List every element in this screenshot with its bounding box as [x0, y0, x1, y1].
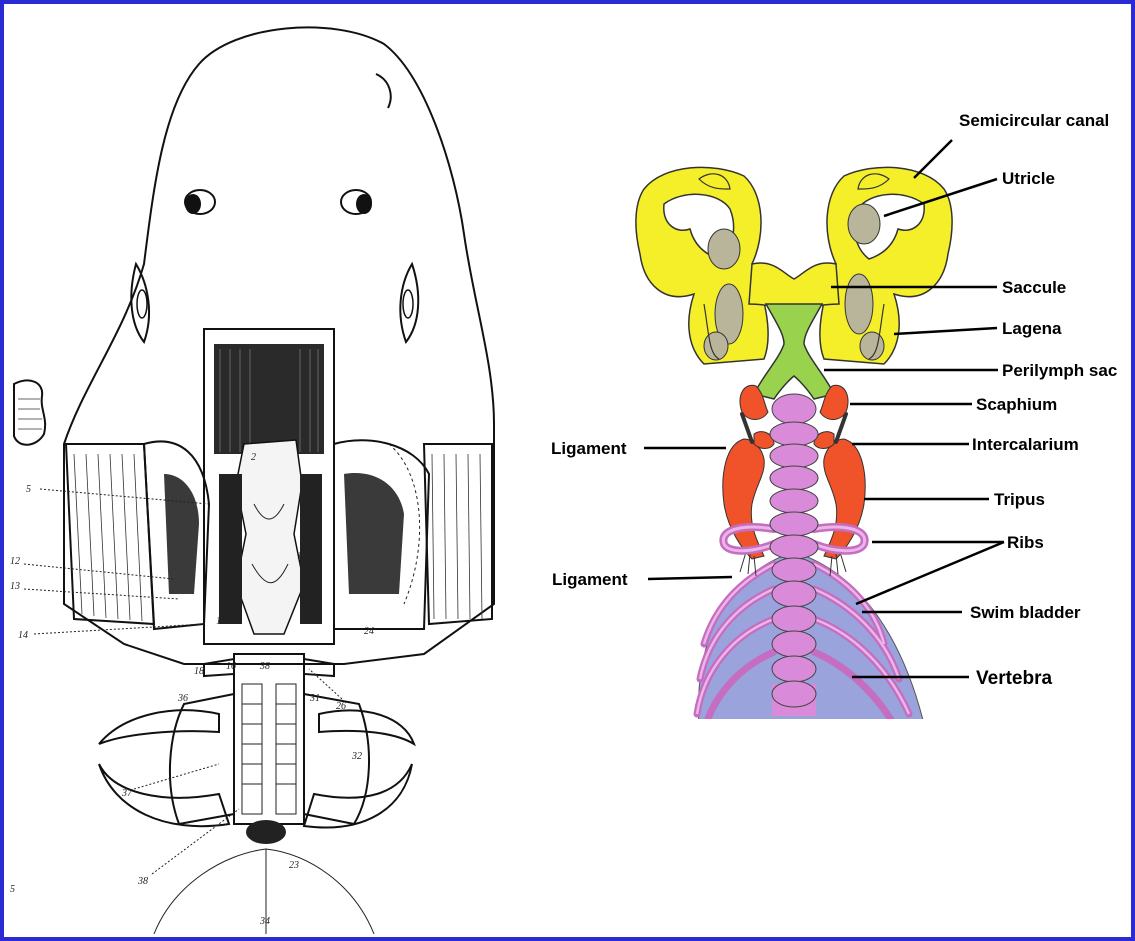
- engraving-number: 2: [251, 452, 256, 463]
- sinus-impar-bridge: [749, 263, 839, 309]
- pectoral-spine-left: [99, 710, 229, 826]
- engraving-number: 14: [18, 630, 28, 641]
- tripus-right: [824, 439, 865, 559]
- label-scaphium: Scaphium: [976, 395, 1057, 414]
- label-ligament-lower: Ligament: [552, 570, 628, 589]
- engraving-number: 13: [10, 581, 20, 592]
- engraving-number: 31: [309, 693, 320, 704]
- engraving-number: 23: [289, 860, 299, 871]
- engraving-number: 5: [26, 484, 31, 495]
- anterior-vertebrae-engraving: [204, 654, 334, 824]
- vertebral-column: [770, 394, 818, 716]
- eye-right: [400, 264, 418, 342]
- label-ligament-upper: Ligament: [551, 439, 627, 458]
- inner-ear-right: [820, 167, 952, 364]
- engraving-number: 32: [351, 751, 362, 762]
- label-ribs: Ribs: [1007, 533, 1044, 552]
- engraving-number: 16: [226, 661, 236, 672]
- figure-canvas: 2 5 12 13 14 18 16 38 26 24 36 31 32 37 …: [4, 4, 1131, 937]
- nostril-left: [185, 190, 215, 214]
- label-intercalarium: Intercalarium: [972, 435, 1079, 454]
- engraving-number: 19: [297, 551, 307, 562]
- engraving-number: 14: [216, 616, 226, 627]
- engraving-number: 26: [336, 701, 346, 712]
- engraving-number: 5: [10, 884, 15, 895]
- engraving-number: 36: [177, 693, 188, 704]
- label-utricle: Utricle: [1002, 169, 1055, 188]
- label-saccule: Saccule: [1002, 278, 1066, 297]
- engraving-number: 34: [259, 916, 270, 927]
- pectoral-spine-right: [304, 711, 414, 828]
- inner-ear-left: [636, 167, 768, 364]
- label-vertebra: Vertebra: [976, 668, 1052, 689]
- weberian-apparatus-schematic: Semicircular canal Utricle Saccule Lagen…: [551, 111, 1117, 734]
- tripus-left: [723, 439, 764, 559]
- lateral-chamber-left: [144, 442, 209, 630]
- label-perilymph-sac: Perilymph sac: [1002, 361, 1117, 380]
- label-swim-bladder: Swim bladder: [970, 603, 1081, 622]
- engraving-number: 38: [137, 876, 148, 887]
- utricle-right: [848, 204, 880, 244]
- label-lagena: Lagena: [1002, 319, 1062, 338]
- utricle-left: [708, 229, 740, 269]
- lateral-chamber-right: [334, 440, 429, 629]
- nostril-right: [341, 190, 372, 214]
- engraved-skull-illustration: 2 5 12 13 14 18 16 38 26 24 36 31 32 37 …: [10, 27, 494, 934]
- muscle-right: [424, 444, 492, 624]
- engraving-number: 18: [194, 666, 204, 677]
- engraving-number: 12: [10, 556, 20, 567]
- engraving-number: 37: [121, 788, 133, 799]
- engraving-number: 38: [259, 661, 270, 672]
- engraving-number: 24: [364, 626, 374, 637]
- opened-cranial-cavity: [204, 329, 334, 644]
- label-semicircular-canal: Semicircular canal: [959, 111, 1109, 130]
- label-tripus: Tripus: [994, 490, 1045, 509]
